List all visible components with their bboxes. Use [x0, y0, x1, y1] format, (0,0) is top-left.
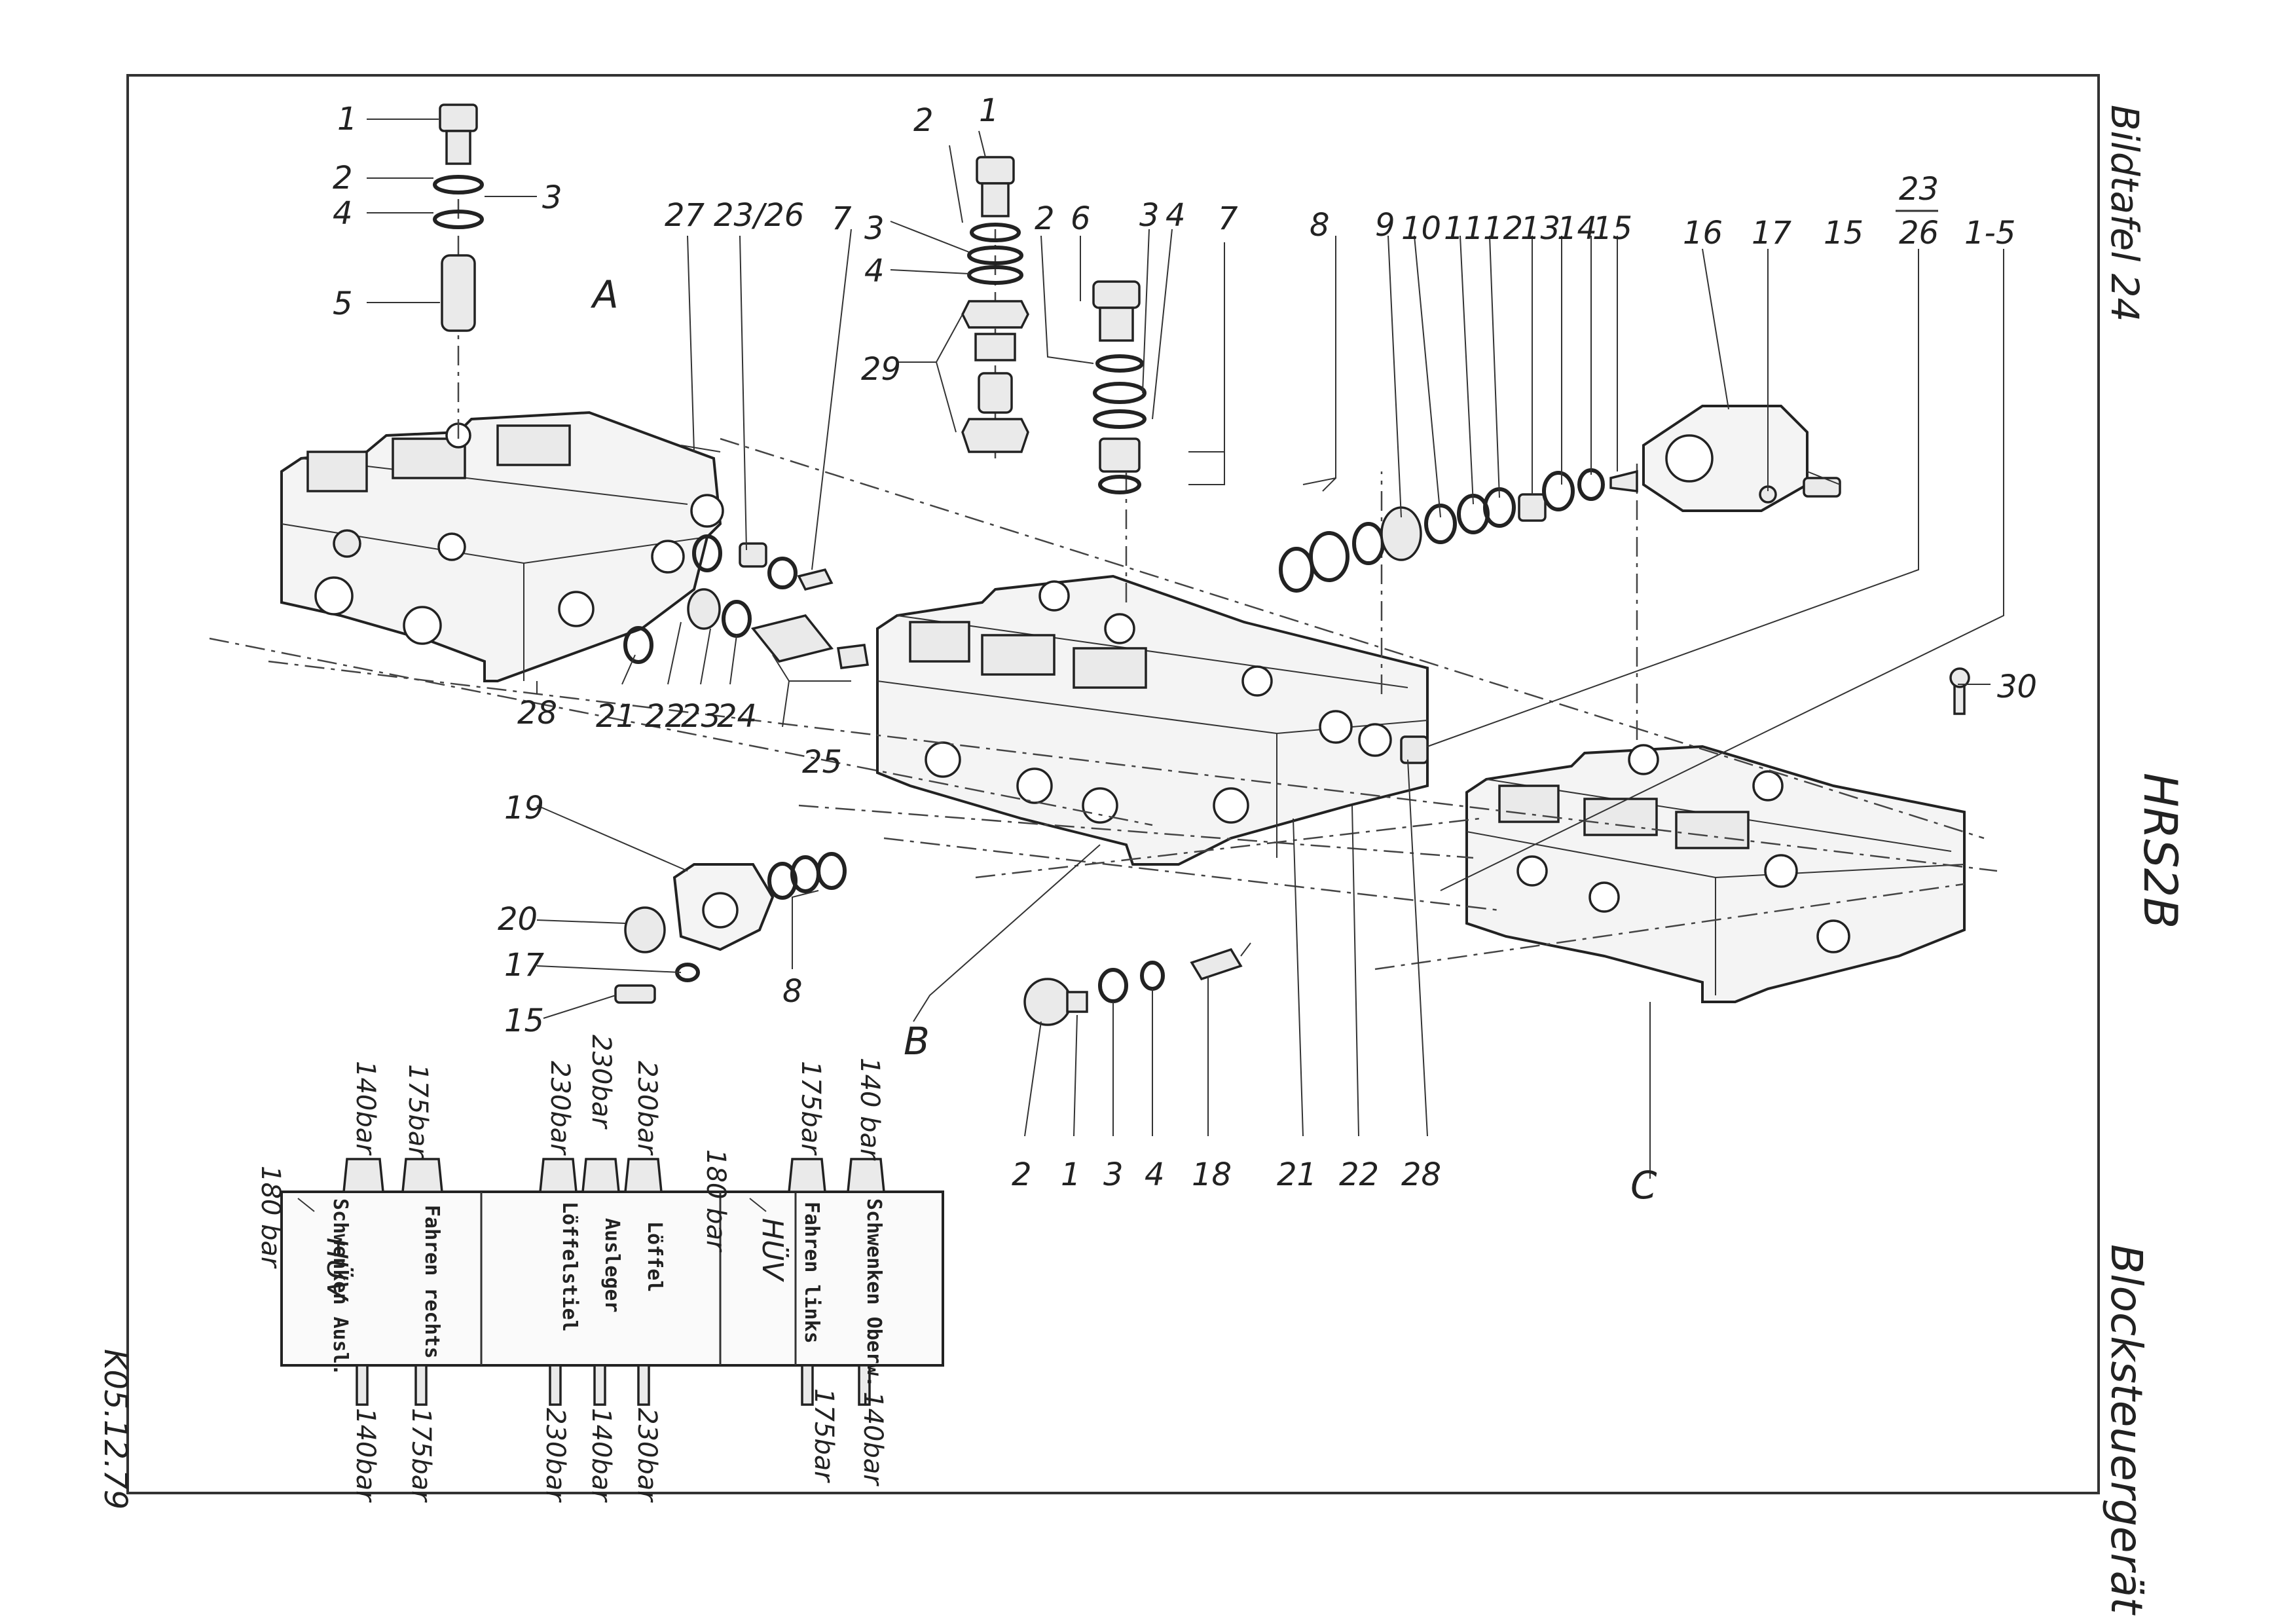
section-loeffelstiel: Löffelstiel	[558, 1202, 581, 1332]
spool-and-seals	[623, 534, 1429, 764]
section-schwenken-ausl: Schwenken Ausl.	[329, 1198, 352, 1376]
callout-3-upper: 3	[1139, 197, 1160, 234]
relief-valve-a-parts	[433, 103, 484, 332]
callout-19: 19	[504, 790, 544, 826]
drawing-frame	[126, 74, 2100, 1494]
pressure-bottom-5: 230bar	[632, 1408, 662, 1503]
pressure-top-4: 230bar	[586, 1035, 616, 1130]
callout-labels: 1 2 3 4 5 1 2 3 4 29 27 23/26 7 2 6 3 4 …	[333, 92, 2037, 1208]
callout-9: 9	[1375, 207, 1395, 244]
callout-17-lower: 17	[504, 947, 545, 984]
callout-4-center: 4	[864, 253, 885, 289]
callout-3-bottom: 3	[1103, 1156, 1124, 1193]
pressure-top-1: 140bar	[350, 1061, 380, 1156]
callout-23-26: 23/26	[714, 197, 804, 234]
pressure-bottom-2: 175bar	[406, 1408, 436, 1503]
callout-3: 3	[542, 179, 562, 216]
plate-label: Bildtafel 24	[2102, 105, 2147, 322]
callout-8-upper: 8	[1310, 207, 1330, 244]
callout-23-upper: 23	[1899, 171, 1939, 208]
pressure-top-7: 140 bar	[854, 1058, 885, 1161]
callout-1-5: 1-5	[1964, 215, 2015, 251]
callout-15-lower: 15	[504, 1003, 544, 1039]
callout-10: 10	[1401, 210, 1441, 247]
section-fahren-links: Fahren links	[800, 1202, 823, 1344]
callout-4-upper: 4	[1166, 197, 1186, 234]
callout-2-bottom: 2	[1012, 1156, 1032, 1193]
callout-28-left: 28	[517, 695, 557, 731]
callout-30: 30	[1997, 669, 2037, 705]
pressure-top-5: 230bar	[632, 1061, 662, 1156]
callout-21-bottom: 21	[1277, 1156, 1317, 1193]
callout-22-bottom: 22	[1339, 1156, 1379, 1193]
callout-15-right: 15	[1824, 215, 1864, 251]
block-letter-a: A	[590, 272, 619, 317]
pressure-right-180: 180 bar	[701, 1149, 731, 1253]
pressure-bottom-4: 140bar	[586, 1408, 616, 1503]
front-port-parts	[1023, 667, 1970, 1026]
valve-block-b	[876, 574, 1429, 866]
callout-16: 16	[1683, 215, 1723, 251]
callout-5: 5	[333, 286, 353, 322]
callout-18: 18	[1192, 1156, 1232, 1193]
callout-24: 24	[717, 698, 757, 735]
callout-4-bottom: 4	[1145, 1156, 1165, 1193]
cover-plate-parts	[614, 852, 847, 1004]
section-schwenken-oberw: Schwenken Oberw.	[862, 1198, 885, 1388]
callout-17-upper: 17	[1752, 215, 1792, 251]
callout-28-bottom: 28	[1401, 1156, 1441, 1193]
callout-8-lower: 8	[782, 973, 803, 1010]
relief-valve-b-parts	[961, 156, 1029, 453]
callout-23-left: 23	[681, 698, 721, 735]
pressure-bottom-1: 140bar	[350, 1408, 380, 1503]
section-huev-left: HÜV	[320, 1238, 354, 1302]
callout-27: 27	[665, 197, 705, 234]
callout-1-center: 1	[979, 92, 999, 129]
callout-2-center: 2	[913, 102, 934, 139]
callout-22-left: 22	[645, 698, 685, 735]
pressure-bottom-7: 140bar	[858, 1392, 888, 1486]
block-letter-c: C	[1630, 1163, 1657, 1208]
pressure-bottom-3: 230bar	[540, 1408, 570, 1503]
valve-section-schematic: Schwenken Ausl. HÜV Fahren rechts Löffel…	[255, 1035, 944, 1503]
section-fahren-rechts: Fahren rechts	[420, 1205, 443, 1359]
callout-29: 29	[861, 351, 901, 388]
pressure-left-180: 180 bar	[255, 1166, 285, 1269]
model-label: HRS2B	[2133, 773, 2187, 929]
valve-block-a	[280, 411, 724, 682]
callout-25: 25	[802, 744, 842, 781]
callout-20: 20	[498, 901, 538, 938]
pressure-top-3: 230bar	[545, 1061, 575, 1156]
relief-valve-c-parts	[1092, 280, 1147, 494]
callout-2: 2	[333, 160, 353, 196]
callout-4: 4	[333, 195, 353, 232]
leader-lines	[367, 119, 2004, 1179]
callout-13: 13	[1520, 210, 1560, 247]
callout-15-upper: 15	[1592, 210, 1632, 247]
spool-parts-string	[1279, 405, 1841, 593]
document-code: K05.12.79	[97, 1349, 134, 1509]
pressure-bottom-6: 175bar	[809, 1388, 839, 1483]
callout-3-center: 3	[864, 210, 885, 247]
callout-11: 11	[1444, 210, 1484, 247]
pressure-top-2: 175bar	[403, 1064, 433, 1159]
callout-14: 14	[1557, 210, 1597, 247]
section-huev-right: HÜV	[756, 1218, 790, 1282]
callout-6: 6	[1071, 200, 1091, 237]
block-letter-b: B	[904, 1019, 930, 1063]
callout-2-upper: 2	[1035, 200, 1055, 237]
callout-26-upper: 26	[1899, 215, 1939, 251]
section-ausleger: Ausleger	[600, 1218, 623, 1313]
callout-7-left: 7	[832, 200, 852, 237]
subject-label: Blocksteuergerät	[2101, 1244, 2152, 1615]
valve-block-c	[1465, 744, 1966, 1003]
callout-1: 1	[337, 101, 358, 138]
callout-21-left: 21	[596, 698, 636, 735]
pressure-top-6: 175bar	[796, 1061, 826, 1156]
callout-7-right: 7	[1218, 200, 1238, 237]
callout-12: 12	[1483, 210, 1523, 247]
callout-1-bottom: 1	[1061, 1156, 1081, 1193]
section-loeffel: Löffel	[643, 1221, 666, 1292]
